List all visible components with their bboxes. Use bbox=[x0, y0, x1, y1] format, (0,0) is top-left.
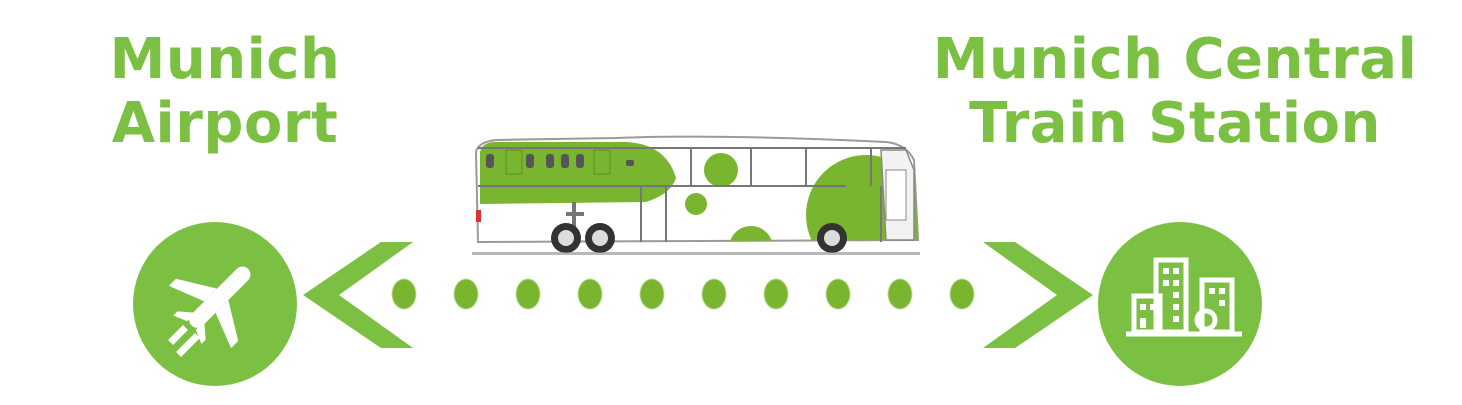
route-dot bbox=[516, 279, 540, 309]
destination-title-line-2: Train Station bbox=[969, 91, 1381, 156]
route-dot bbox=[392, 279, 416, 309]
route-dot bbox=[454, 279, 478, 309]
destination-title-line-1: Munich Central bbox=[932, 27, 1418, 92]
route-dot bbox=[578, 279, 602, 309]
origin-title-line-1: Munich bbox=[109, 27, 341, 92]
airport-badge bbox=[133, 222, 297, 386]
route-dots bbox=[392, 279, 992, 309]
route-dot bbox=[826, 279, 850, 309]
origin-title: Munich Airport bbox=[100, 28, 350, 156]
route-dot bbox=[888, 279, 912, 309]
city-buildings-icon bbox=[1126, 257, 1242, 337]
train-station-badge bbox=[1098, 222, 1262, 386]
route-dot bbox=[950, 279, 974, 309]
chevron-right-icon bbox=[983, 242, 1093, 348]
airport-bus-icon bbox=[472, 135, 920, 255]
route-dot bbox=[640, 279, 664, 309]
airplane-icon bbox=[168, 266, 251, 357]
origin-title-line-2: Airport bbox=[111, 91, 339, 156]
destination-title: Munich Central Train Station bbox=[930, 28, 1420, 156]
route-dot bbox=[702, 279, 726, 309]
chevron-left-icon bbox=[303, 242, 413, 348]
route-dot bbox=[764, 279, 788, 309]
